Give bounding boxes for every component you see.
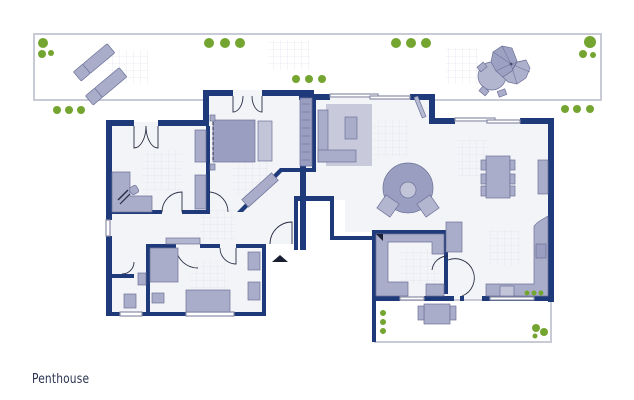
plant-icon [524,290,544,296]
entrance-arrow-icon [272,255,288,262]
parasol-icon [476,45,531,98]
plant-icon [579,36,596,58]
terrace-bottom [374,299,552,343]
sun-lounger [73,43,115,82]
plant-icon [38,38,54,58]
plant-icon [53,106,85,114]
plants [38,36,596,339]
plant-icon [292,75,326,83]
furniture [73,43,549,325]
plan-caption: Penthouse [32,372,90,387]
plant-icon [204,38,245,48]
plant-icon [561,105,594,113]
plant-icon [380,310,386,334]
corner-marker-icon [376,234,383,241]
sun-lounger [85,67,127,106]
windows [105,93,535,317]
plant-icon [532,324,548,339]
plant-icon [391,38,431,48]
